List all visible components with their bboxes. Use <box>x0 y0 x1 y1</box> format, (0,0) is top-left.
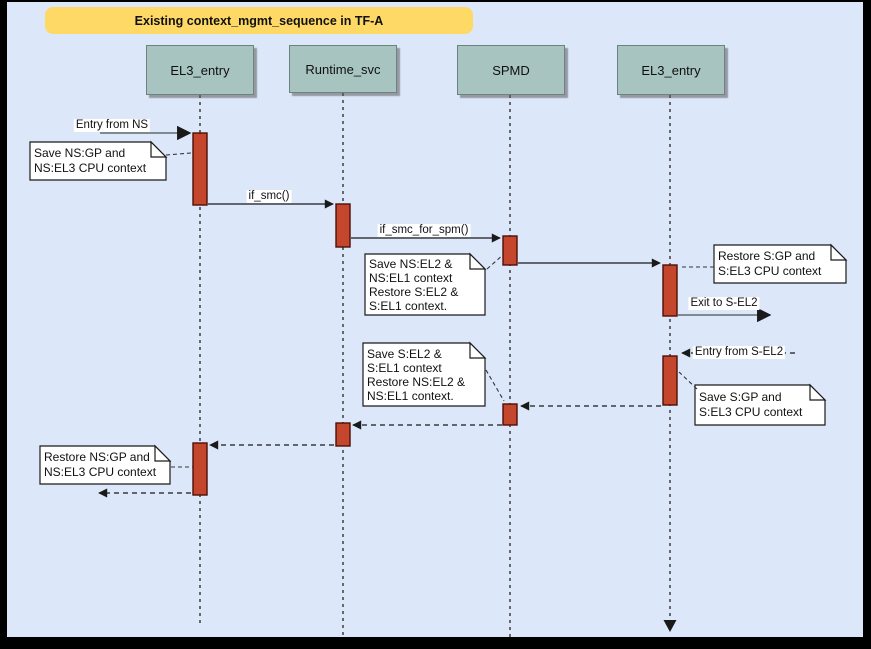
note-shape-6 <box>39 445 171 485</box>
actor-label: EL3_entry <box>170 62 230 78</box>
activation-spmd-b <box>502 403 518 426</box>
title-banner: Existing context_mgmt_sequence in TF-A <box>45 7 473 34</box>
activation-spmd-a <box>502 235 518 266</box>
actor-box-runtime-svc: Runtime_svc <box>289 45 397 93</box>
note-save-ns-gp: Save NS:GP and NS:EL3 CPU context <box>34 146 147 175</box>
note-save-s-gp: Save S:GP and S:EL3 CPU context <box>699 390 803 419</box>
note-shape-5 <box>694 384 826 426</box>
note-shape-3 <box>713 244 847 284</box>
note-save-ns-el2: Save NS:EL2 & NS:EL1 context Restore S:E… <box>369 257 459 313</box>
note-connectors <box>165 152 714 468</box>
note-shape-4 <box>362 342 486 407</box>
message-label-if-smc-for-spm: if_smc_for_spm() <box>377 224 471 237</box>
activation-el3-2-b <box>662 355 678 406</box>
note-restore-ns-gp: Restore NS:GP and NS:EL3 CPU context <box>44 450 157 479</box>
lifeline-el3-entry-2 <box>663 95 677 632</box>
note-restore-s-gp: Restore S:GP and S:EL3 CPU context <box>718 249 822 278</box>
actor-label: EL3_entry <box>641 62 701 78</box>
note-fold-icon <box>150 140 168 158</box>
note-fold-icon <box>469 252 487 270</box>
message-label-entry-from-ns: Entry from NS <box>73 119 151 132</box>
actor-label: SPMD <box>492 62 530 78</box>
actor-box-el3-entry-1: EL3_entry <box>146 45 254 95</box>
activation-runtime-b <box>335 422 351 447</box>
activation-el3-1-a <box>192 132 208 206</box>
actor-box-el3-entry-2: EL3_entry <box>617 45 725 95</box>
diagram-title: Existing context_mgmt_sequence in TF-A <box>134 13 384 28</box>
lifeline-end-arrow-icon <box>663 620 677 632</box>
note-shape-2 <box>364 253 486 316</box>
note-shape-1 <box>29 141 167 181</box>
message-label-exit-to-s-el2: Exit to S-EL2 <box>688 297 760 310</box>
activation-bars <box>192 132 678 496</box>
actor-box-spmd: SPMD <box>457 45 565 95</box>
note-save-s-el2: Save S:EL2 & S:EL1 context Restore NS:EL… <box>367 347 466 403</box>
note-fold-icon <box>469 341 487 359</box>
actor-label: Runtime_svc <box>305 61 381 77</box>
activation-el3-1-b <box>192 442 208 496</box>
note-fold-icon <box>809 383 827 401</box>
activation-el3-2-a <box>662 264 678 317</box>
note-fold-icon <box>154 444 172 462</box>
activation-runtime-a <box>335 203 351 248</box>
message-label-if-smc: if_smc() <box>246 190 292 203</box>
note-fold-icon <box>830 243 848 261</box>
diagram-canvas <box>7 2 863 637</box>
message-label-entry-from-s-el2: Entry from S-EL2 <box>692 346 786 359</box>
note-shapes <box>29 140 848 485</box>
